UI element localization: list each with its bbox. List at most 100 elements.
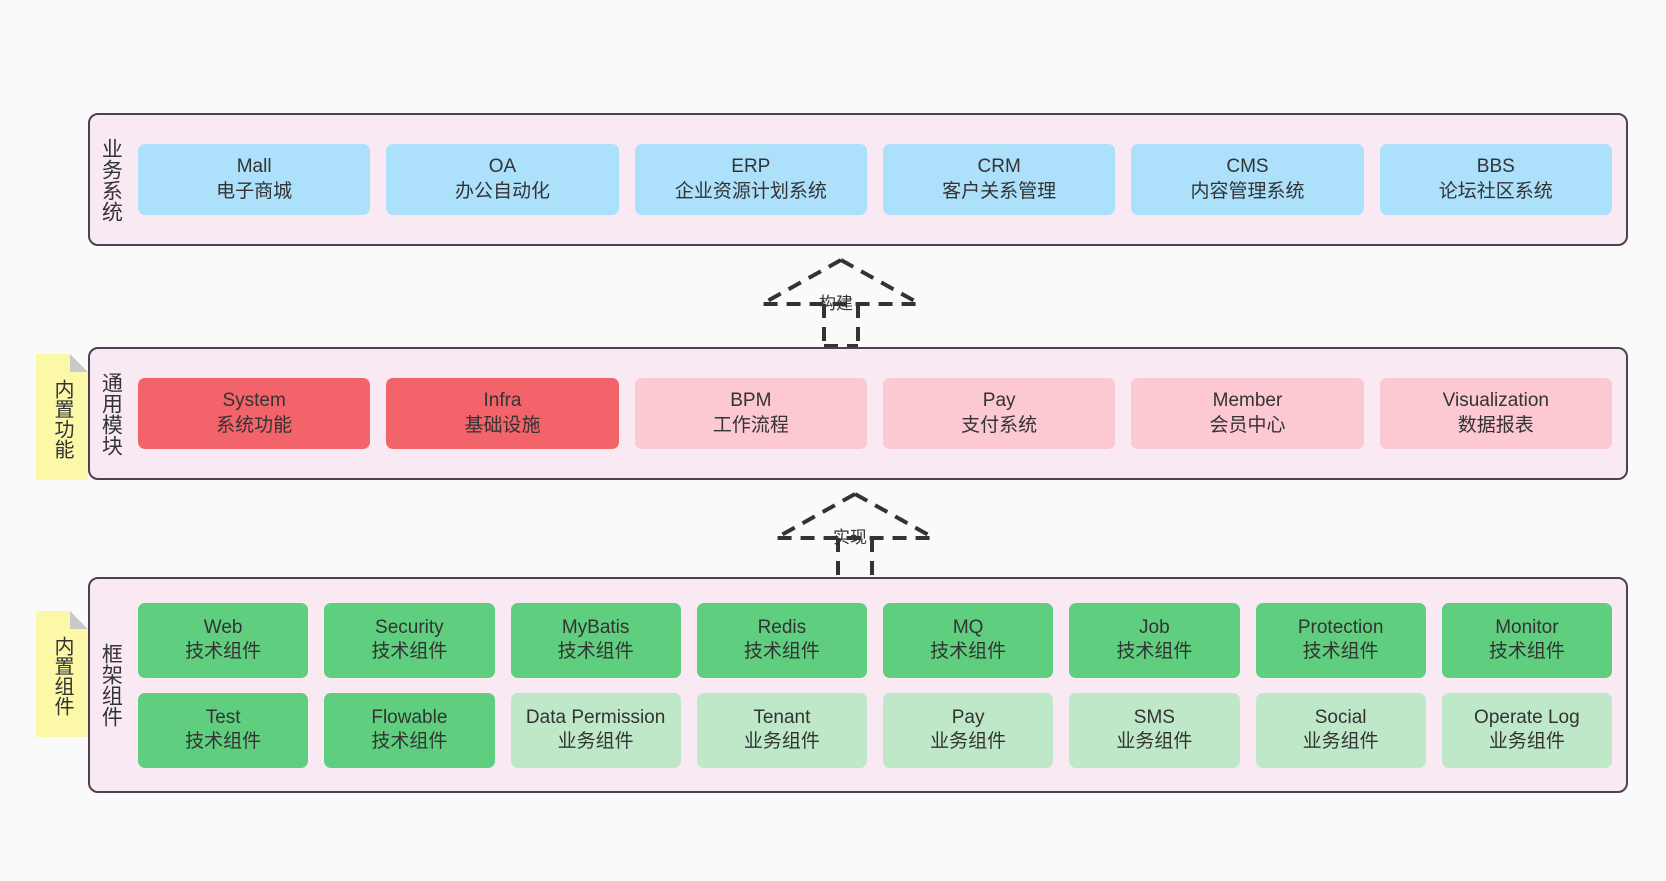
node-title: Protection [1297,616,1384,638]
node-subtitle: 工作流程 [712,414,789,436]
node-title: Flowable [371,706,448,728]
node-title: Visualization [1442,390,1549,412]
node-sms[interactable]: SMS 业务组件 [1069,692,1240,768]
node-social[interactable]: Social 业务组件 [1255,692,1426,768]
node-title: Data Permission [525,706,666,728]
node-title: Pay [951,706,985,728]
node-data-permission[interactable]: Data Permission 业务组件 [510,692,681,768]
node-title: CRM [977,156,1021,178]
node-monitor[interactable]: Monitor 技术组件 [1441,602,1612,678]
node-title: Member [1212,390,1283,412]
node-subtitle: 系统功能 [216,414,293,436]
node-subtitle: 客户关系管理 [942,180,1057,202]
node-subtitle: 技术组件 [557,641,634,662]
generalization-arrowhead-right [854,492,935,540]
node-row: Test 技术组件 Flowable 技术组件 Data Permission … [138,692,1612,768]
node-subtitle: 会员中心 [1209,414,1286,436]
node-row: Web 技术组件 Security 技术组件 MyBatis 技术组件 Redi… [138,602,1612,678]
node-title: Job [1139,616,1170,638]
layer-title-business-system: 业务系统 [99,137,123,222]
node-erp[interactable]: ERP 企业资源计划系统 [634,144,867,215]
node-title: Pay [982,390,1016,412]
node-crm[interactable]: CRM 客户关系管理 [882,144,1116,215]
layer-framework-component: 框架组件 Web 技术组件 Security 技术组件 MyBatis 技术组件… [88,577,1628,793]
node-subtitle: 业务组件 [930,731,1007,752]
node-subtitle: 业务组件 [557,731,634,752]
node-title: Web [203,616,243,638]
note-builtin-function: 内置功能 [36,354,88,480]
node-infra[interactable]: Infra 基础设施 [386,378,619,449]
connector-stem [822,304,860,348]
connector-build: 构建 [754,258,926,348]
node-title: Social [1314,706,1367,728]
generalization-arrowhead-right [840,258,921,306]
connector-label-build: 构建 [819,294,853,313]
node-subtitle: 技术组件 [1488,641,1565,662]
node-mybatis[interactable]: MyBatis 技术组件 [510,602,681,678]
node-bbs[interactable]: BBS 论坛社区系统 [1379,144,1612,215]
node-mq[interactable]: MQ 技术组件 [883,602,1054,678]
node-subtitle: 电子商城 [216,180,293,202]
node-tenant[interactable]: Tenant 业务组件 [696,692,867,768]
node-operate-log[interactable]: Operate Log 业务组件 [1441,692,1612,768]
node-pay-business[interactable]: Pay 业务组件 [883,692,1054,768]
node-web[interactable]: Web 技术组件 [138,602,309,678]
node-title: Infra [483,390,522,412]
node-pay[interactable]: Pay 支付系统 [882,378,1116,449]
node-title: BBS [1476,156,1515,178]
layer-common-module: 通用模块 System 系统功能 Infra 基础设施 BPM 工作流程 Pay… [88,347,1628,480]
node-subtitle: 内容管理系统 [1190,180,1305,202]
node-oa[interactable]: OA 办公自动化 [386,144,619,215]
node-subtitle: 数据报表 [1457,414,1534,436]
connector-label-implement: 实现 [833,528,867,547]
node-test[interactable]: Test 技术组件 [138,692,309,768]
layer-business-system: 业务系统 Mall 电子商城 OA 办公自动化 ERP 企业资源计划系统 CRM… [88,113,1628,246]
generalization-arrowhead [768,492,934,540]
node-visualization[interactable]: Visualization 数据报表 [1379,378,1612,449]
node-subtitle: 技术组件 [371,641,448,662]
node-title: Test [205,706,241,728]
node-row: Mall 电子商城 OA 办公自动化 ERP 企业资源计划系统 CRM 客户关系… [138,144,1612,215]
node-member[interactable]: Member 会员中心 [1131,378,1364,449]
node-title: Monitor [1495,616,1559,638]
layer-body-framework-component: Web 技术组件 Security 技术组件 MyBatis 技术组件 Redi… [130,579,1626,791]
layer-body-business-system: Mall 电子商城 OA 办公自动化 ERP 企业资源计划系统 CRM 客户关系… [130,115,1626,244]
node-bpm[interactable]: BPM 工作流程 [634,378,867,449]
node-subtitle: 技术组件 [1116,641,1193,662]
node-title: ERP [731,156,771,178]
node-subtitle: 基础设施 [464,414,541,436]
connector-implement: 实现 [768,492,940,582]
node-title: Operate Log [1474,706,1580,728]
node-subtitle: 业务组件 [1302,731,1379,752]
node-subtitle: 支付系统 [961,414,1038,436]
node-subtitle: 技术组件 [743,641,820,662]
layer-body-common-module: System 系统功能 Infra 基础设施 BPM 工作流程 Pay 支付系统… [130,349,1626,478]
node-redis[interactable]: Redis 技术组件 [696,602,867,678]
node-title: SMS [1133,706,1175,728]
node-subtitle: 论坛社区系统 [1438,180,1553,202]
node-subtitle: 业务组件 [1488,731,1565,752]
layer-title-framework-component: 框架组件 [99,643,123,727]
node-title: BPM [730,390,772,412]
node-subtitle: 技术组件 [185,641,262,662]
node-job[interactable]: Job 技术组件 [1069,602,1240,678]
node-title: OA [488,156,517,178]
node-title: Mall [236,156,272,178]
note-label: 内置组件 [51,636,73,716]
node-subtitle: 业务组件 [743,731,820,752]
node-subtitle: 企业资源计划系统 [674,180,827,202]
node-title: Tenant [753,706,811,728]
node-mall[interactable]: Mall 电子商城 [138,144,371,215]
node-title: Security [375,616,444,638]
node-subtitle: 技术组件 [1302,641,1379,662]
node-system[interactable]: System 系统功能 [138,378,371,449]
generalization-arrowhead [754,258,920,306]
node-title: CMS [1226,156,1269,178]
node-protection[interactable]: Protection 技术组件 [1255,602,1426,678]
node-security[interactable]: Security 技术组件 [324,602,495,678]
node-cms[interactable]: CMS 内容管理系统 [1131,144,1364,215]
node-title: System [222,390,286,412]
node-flowable[interactable]: Flowable 技术组件 [324,692,495,768]
node-subtitle: 业务组件 [1116,731,1193,752]
